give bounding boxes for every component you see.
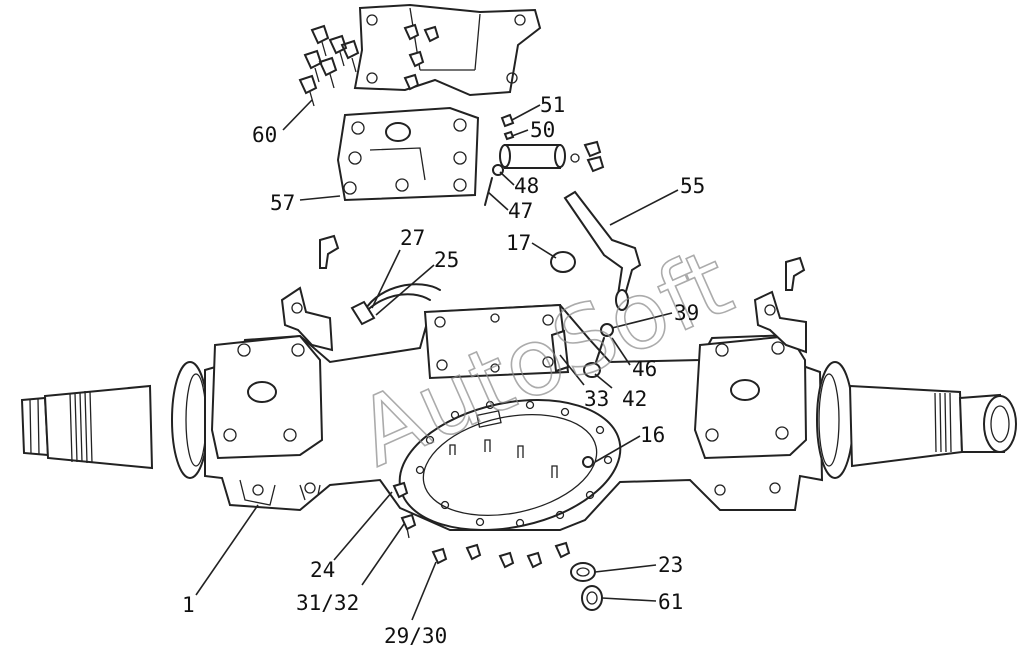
- top-bracket-assembly: [298, 3, 542, 202]
- callout-55: 55: [680, 174, 705, 198]
- callout-47: 47: [508, 199, 533, 223]
- leader-lines: [195, 99, 679, 621]
- callout-51: 51: [540, 93, 565, 117]
- callout-48: 48: [514, 174, 539, 198]
- callout-16: 16: [640, 423, 665, 447]
- callout-25: 25: [434, 248, 459, 272]
- callout-23: 23: [658, 553, 683, 577]
- callout-17: 17: [506, 231, 531, 255]
- callout-29-30: 29/30: [384, 624, 447, 648]
- callout-27: 27: [400, 226, 425, 250]
- callout-57: 57: [270, 191, 295, 215]
- callout-31-32: 31/32: [296, 591, 359, 615]
- callout-labels: 60 57 51 50 48 47 55 27 25 17 39 46 33 4…: [182, 93, 705, 648]
- callout-61: 61: [658, 590, 683, 614]
- callout-39: 39: [674, 301, 699, 325]
- callout-24: 24: [310, 558, 335, 582]
- axle-housing: [20, 256, 1017, 531]
- callout-46: 46: [632, 357, 657, 381]
- callout-50: 50: [530, 118, 555, 142]
- drain-and-bolts: [392, 481, 603, 611]
- callout-42: 42: [622, 387, 647, 411]
- callout-1: 1: [182, 593, 195, 617]
- callout-33: 33: [584, 387, 609, 411]
- callout-60: 60: [252, 123, 277, 147]
